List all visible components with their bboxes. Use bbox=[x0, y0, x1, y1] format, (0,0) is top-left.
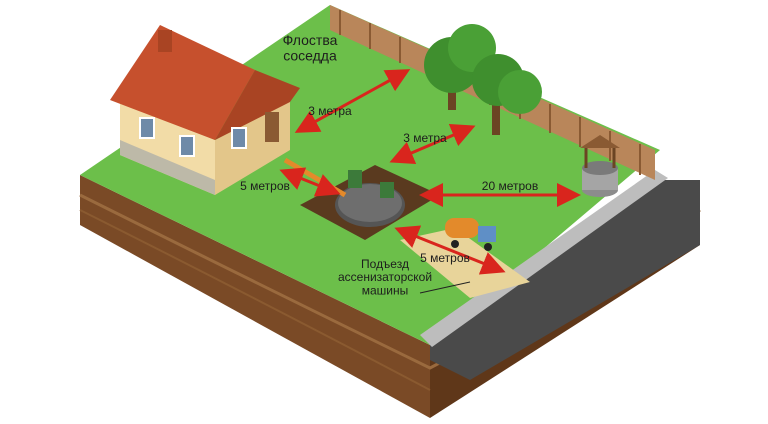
distance-arrows bbox=[279, 69, 581, 275]
label-dist-house: 5 метров bbox=[240, 179, 290, 193]
arrow-road bbox=[394, 225, 506, 275]
label-dist-fence: 3 метра bbox=[308, 104, 352, 118]
label-dist-trees: 3 метра bbox=[403, 131, 447, 145]
label-dist-well: 20 метров bbox=[482, 179, 538, 193]
house bbox=[110, 25, 300, 195]
road bbox=[420, 170, 700, 380]
label-dist-road: 5 метров bbox=[420, 251, 470, 265]
arrow-trees bbox=[389, 124, 476, 164]
arrow-house bbox=[279, 167, 341, 197]
callout-leader bbox=[419, 281, 471, 294]
water-well bbox=[580, 135, 620, 197]
arrow-fence bbox=[294, 69, 411, 133]
septic-tank bbox=[300, 165, 440, 240]
trees bbox=[424, 24, 542, 135]
